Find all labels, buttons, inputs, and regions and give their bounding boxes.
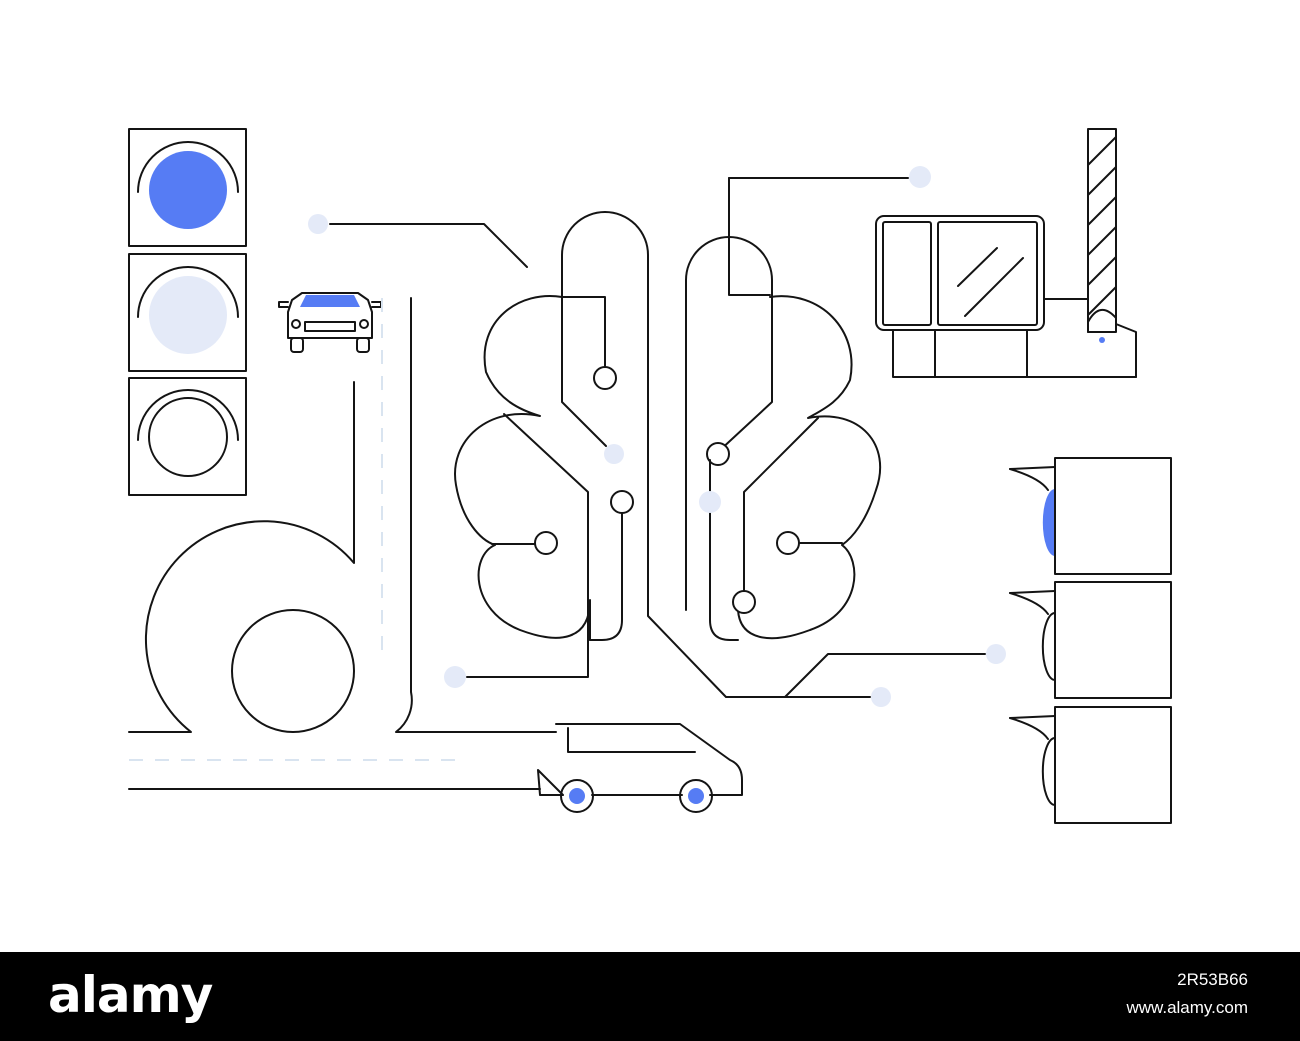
signal-light-top (149, 151, 227, 229)
brand-logo[interactable]: alamy (48, 966, 213, 1024)
parking-meters-icon (1009, 457, 1172, 824)
signal-light-bottom (148, 397, 228, 477)
smart-traffic-illustration (128, 128, 1172, 824)
barrier-gate-icon (1087, 128, 1137, 378)
connector-lines (329, 177, 986, 698)
brain-circuit-icon (454, 177, 882, 698)
car-side-icon (537, 723, 743, 813)
toll-booth-icon (875, 215, 1137, 378)
signal-light-middle (149, 276, 227, 354)
connector-dots (308, 166, 1006, 707)
road-loop-icon (128, 297, 557, 790)
traffic-light-icon (128, 128, 247, 496)
image-id: 2R53B66 (1177, 970, 1248, 989)
car-front-icon (278, 292, 382, 353)
footer-bar: alamy 2R53B66 www.alamy.com (0, 952, 1300, 1041)
site-url[interactable]: www.alamy.com (1126, 998, 1248, 1017)
